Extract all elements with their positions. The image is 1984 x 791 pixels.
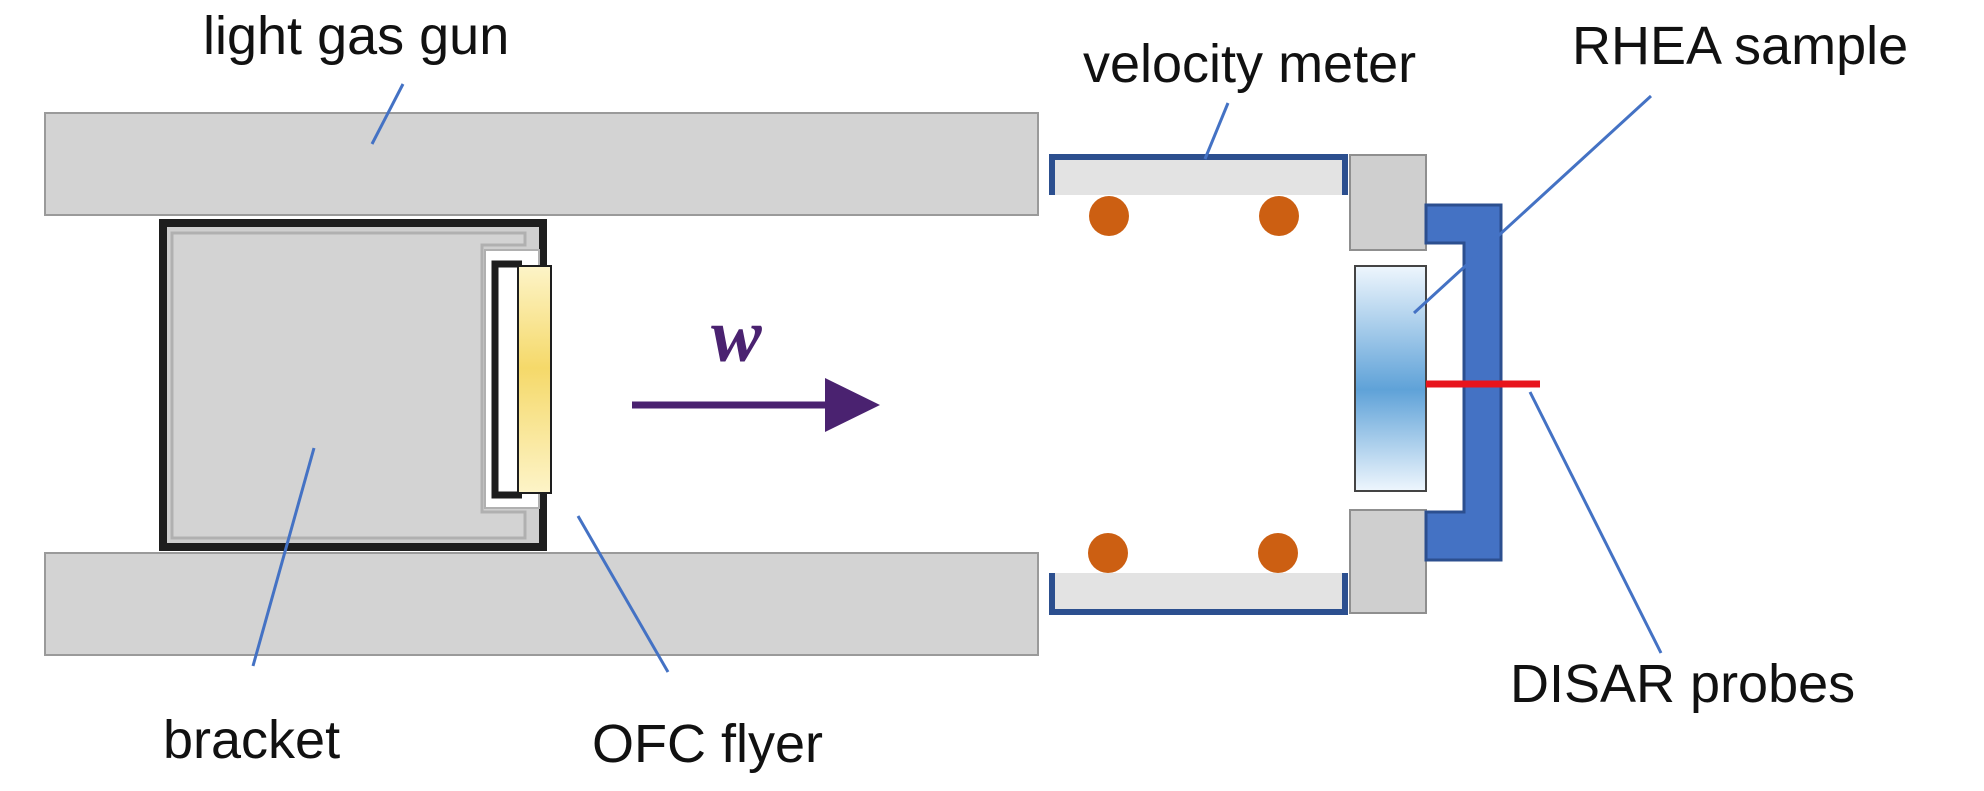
- leader-line-disar-probes: [1528, 391, 1663, 654]
- meter-coil-top-right: [1259, 196, 1299, 236]
- meter-coil-bottom-left: [1088, 533, 1128, 573]
- leader-line-ofc-flyer: [576, 515, 670, 673]
- gun-barrel-top-wall: [44, 112, 1039, 216]
- velocity-meter-bottom-pad: [1055, 573, 1342, 611]
- gun-barrel-bottom-wall: [44, 552, 1039, 656]
- rhea-sample: [1354, 265, 1427, 492]
- ofc-flyer: [517, 265, 552, 494]
- label-light-gas-gun: light gas gun: [203, 6, 509, 66]
- label-velocity-meter: velocity meter: [1083, 34, 1416, 94]
- target-holder-top-block: [1349, 154, 1427, 251]
- leader-lines: [251, 83, 1663, 673]
- flyer-holder: [491, 260, 522, 499]
- label-ofc-flyer: OFC flyer: [592, 714, 823, 774]
- leader-line-bracket: [251, 447, 316, 667]
- leader-line-rhea-sample: [1412, 94, 1653, 315]
- label-disar-probes: DISAR probes: [1510, 654, 1855, 714]
- meter-coil-top-left: [1089, 196, 1129, 236]
- leader-line-velocity-meter: [1203, 102, 1230, 160]
- velocity-arrow: [632, 378, 880, 432]
- label-bracket: bracket: [163, 710, 340, 770]
- velocity-meter-top-frame: [1049, 154, 1348, 195]
- label-rhea-sample: RHEA sample: [1572, 16, 1908, 76]
- bracket: [159, 219, 547, 551]
- velocity-symbol: w: [711, 294, 762, 378]
- velocity-meter-top-pad: [1055, 157, 1342, 195]
- velocity-meter-bottom-frame: [1049, 573, 1348, 615]
- leader-line-light-gas-gun: [370, 83, 405, 145]
- meter-coil-bottom-right: [1258, 533, 1298, 573]
- velocity-arrow-head: [825, 378, 880, 432]
- probe-holder: [1424, 203, 1503, 562]
- target-holder-bottom-block: [1349, 509, 1427, 614]
- velocity-meter: [1049, 154, 1348, 615]
- bracket-body: [170, 231, 527, 540]
